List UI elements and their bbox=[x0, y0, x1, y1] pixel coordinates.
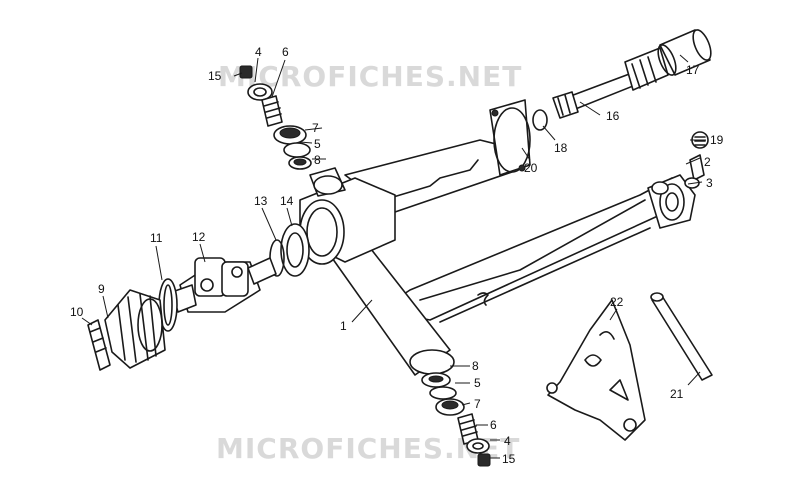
callout-22: 22 bbox=[610, 295, 624, 309]
leader-lines bbox=[81, 54, 706, 459]
callout-17: 17 bbox=[686, 63, 700, 77]
callout-4-bottom: 4 bbox=[504, 434, 511, 448]
universal-joint bbox=[171, 257, 277, 313]
callout-3: 3 bbox=[706, 176, 713, 190]
callout-20: 20 bbox=[524, 161, 538, 175]
bearing-ring bbox=[269, 223, 310, 277]
hose-clip bbox=[87, 319, 111, 371]
clamp-ring bbox=[158, 278, 178, 332]
rear-flange bbox=[489, 99, 548, 176]
coupling-sleeve bbox=[657, 29, 712, 76]
callout-8-bottom: 8 bbox=[472, 359, 479, 373]
callout-14: 14 bbox=[280, 194, 294, 208]
callout-19: 19 bbox=[710, 133, 724, 147]
callout-7-bottom: 7 bbox=[474, 397, 481, 411]
callout-6-top: 6 bbox=[282, 45, 289, 59]
callout-13: 13 bbox=[254, 194, 268, 208]
pin bbox=[650, 292, 713, 381]
drive-shaft bbox=[552, 47, 669, 119]
bracket bbox=[546, 299, 646, 441]
callout-11: 11 bbox=[150, 231, 163, 245]
callout-2: 2 bbox=[704, 155, 711, 169]
callout-9: 9 bbox=[98, 282, 105, 296]
callout-8-top: 8 bbox=[314, 153, 321, 167]
callout-10: 10 bbox=[70, 305, 84, 319]
rubber-boot bbox=[104, 289, 166, 369]
callout-15-top: 15 bbox=[208, 69, 222, 83]
upper-pivot-stack bbox=[239, 65, 312, 170]
callouts: 1 2 3 4 5 6 7 8 9 10 11 12 13 14 15 16 1… bbox=[70, 45, 724, 466]
callout-1: 1 bbox=[340, 319, 347, 333]
callout-18: 18 bbox=[554, 141, 568, 155]
axle-bolt bbox=[684, 131, 709, 189]
callout-4-top: 4 bbox=[255, 45, 262, 59]
callout-12: 12 bbox=[192, 230, 206, 244]
callout-15-bottom: 15 bbox=[502, 452, 516, 466]
callout-5-top: 5 bbox=[314, 137, 321, 151]
lower-pivot-stack bbox=[421, 372, 491, 467]
callout-6-bottom: 6 bbox=[490, 418, 497, 432]
callout-7-top: 7 bbox=[312, 121, 319, 135]
swing-arm bbox=[299, 139, 696, 376]
callout-16: 16 bbox=[606, 109, 620, 123]
callout-5-bottom: 5 bbox=[474, 376, 481, 390]
callout-21: 21 bbox=[670, 387, 684, 401]
